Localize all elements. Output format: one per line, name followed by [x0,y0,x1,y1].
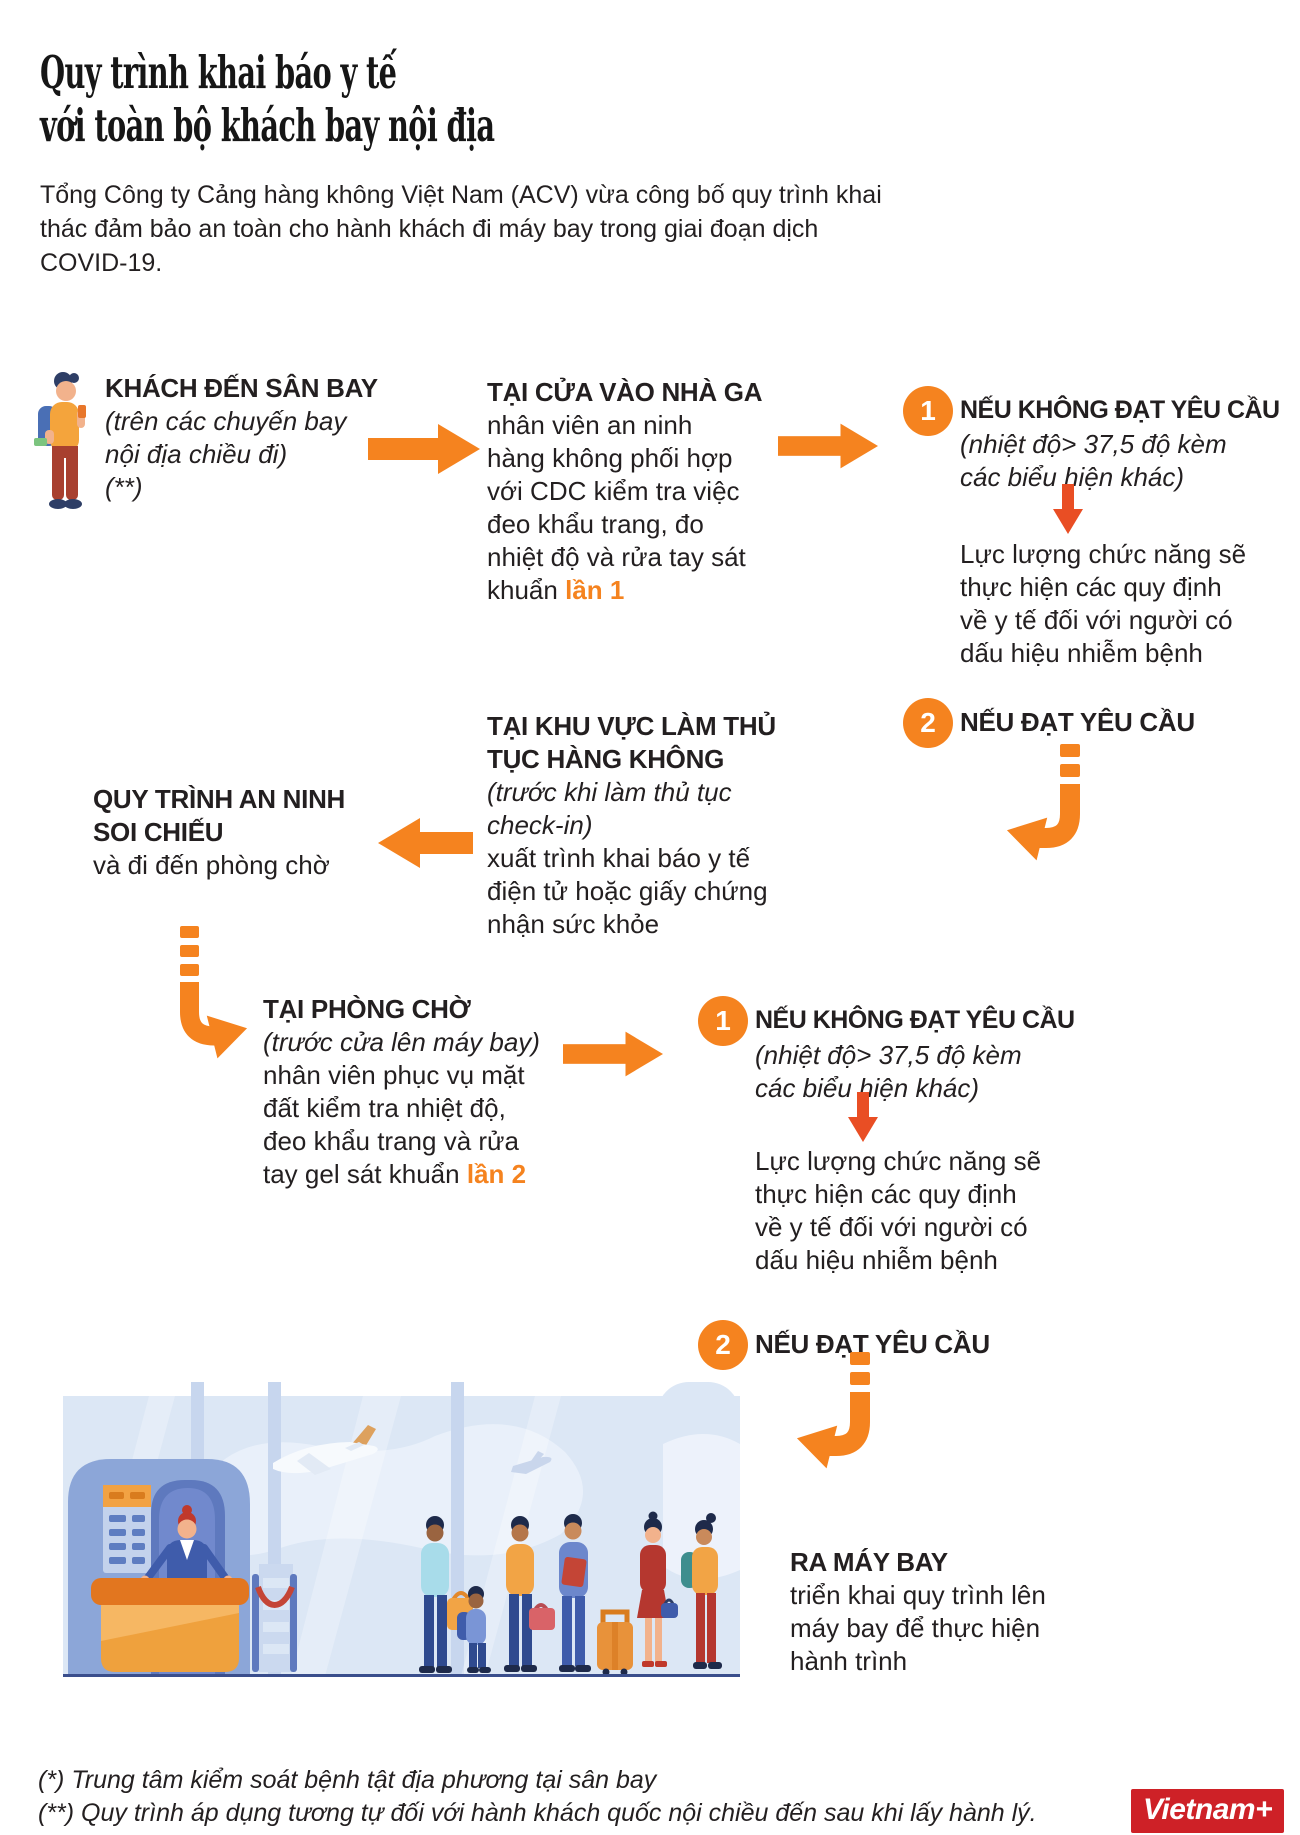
step-checkin-body: xuất trình khai báo y tế điện tử hoặc gi… [487,843,768,939]
outcome-number-badge: 1 [698,996,748,1046]
step-waiting-room-title: TẠI PHÒNG CHỜ [263,994,471,1024]
highlight-round-2: lần 2 [466,1159,527,1189]
step-boarding: RA MÁY BAY triển khai quy trình lên máy … [790,1546,1046,1678]
highlight-round-1: lần 1 [565,575,625,605]
step-arrival-note: (trên các chuyến bay nội địa chiều đi) (… [105,406,347,502]
vietnamplus-logo: Vietnam+ [1131,1789,1285,1833]
checkin-desk [91,1578,249,1672]
passenger-icon [34,372,86,509]
airplane-icon [273,1425,378,1475]
step-gate-check-title: TẠI CỬA VÀO NHÀ GA [487,377,763,407]
outcome-gate-fail-note: (nhiệt độ> 37,5 độ kèm các biểu hiện khá… [960,429,1227,492]
outcome-boarding-fail-body: Lực lượng chức năng sẽ thực hiện các quy… [755,1146,1042,1275]
flow-arrow-left-icon [378,818,473,868]
rope-barrier-icon [252,1574,297,1672]
step-gate-check: TẠI CỬA VÀO NHÀ GA nhân viên an ninh hàn… [487,376,763,607]
step-gate-check-body: nhân viên an ninh hàng không phối hợp vớ… [487,410,746,605]
step-waiting-room-note: (trước cửa lên máy bay) [263,1027,540,1057]
step-security-body: và đi đến phòng chờ [93,850,330,880]
curved-arrow-right-icon [180,926,248,1059]
outcome-boarding-fail-title: NẾU KHÔNG ĐẠT YÊU CẦU [755,1006,1075,1034]
fail-down-arrow-icon [848,1092,878,1142]
flow-arrow-right-icon [368,424,480,474]
passenger-queue [419,1511,722,1676]
airport-scene-illustration [63,1382,740,1677]
page-subtitle: Tổng Công ty Cảng hàng không Việt Nam (A… [40,181,882,277]
outcome-number-badge: 1 [903,386,953,436]
step-security-title: QUY TRÌNH AN NINH SOI CHIẾU [93,784,346,847]
outcome-boarding-pass-title: NẾU ĐẠT YÊU CẦU [755,1329,990,1359]
curved-arrow-left-icon [796,1352,870,1469]
step-boarding-body: triển khai quy trình lên máy bay để thực… [790,1580,1046,1676]
outcome-gate-pass-title: NẾU ĐẠT YÊU CẦU [960,707,1195,737]
outcome-number-badge: 2 [903,698,953,748]
flow-arrow-right-icon [778,423,878,469]
page-title: Quy trình khai báo y tế với toàn bộ khác… [40,46,495,152]
outcome-boarding-fail-note: (nhiệt độ> 37,5 độ kèm các biểu hiện khá… [755,1040,1022,1103]
flow-arrow-right-icon [563,1031,663,1077]
outcome-gate-fail-body: Lực lượng chức năng sẽ thực hiện các quy… [960,539,1247,668]
curved-arrow-left-icon [1006,744,1080,861]
footnote-2: (**) Quy trình áp dụng tương tự đối với … [38,1799,1037,1827]
footnote-1: (*) Trung tâm kiểm soát bệnh tật địa phư… [38,1766,657,1794]
outcome-number-badge: 2 [698,1320,748,1370]
step-waiting-room-body: nhân viên phục vụ mặt đất kiểm tra nhiệt… [263,1060,527,1189]
step-arrival: KHÁCH ĐẾN SÂN BAY (trên các chuyến bay n… [105,372,378,504]
step-arrival-title: KHÁCH ĐẾN SÂN BAY [105,373,378,403]
step-security: QUY TRÌNH AN NINH SOI CHIẾU và đi đến ph… [93,783,345,882]
outcome-gate-fail-title: NẾU KHÔNG ĐẠT YÊU CẦU [960,396,1280,424]
step-waiting-room: TẠI PHÒNG CHỜ (trước cửa lên máy bay) nh… [263,993,540,1191]
flight-info-board-icon [103,1485,151,1573]
checkin-agent [140,1505,233,1585]
fail-down-arrow-icon [1053,484,1083,534]
step-checkin-title: TẠI KHU VỰC LÀM THỦ TỤC HÀNG KHÔNG [487,711,776,774]
step-boarding-title: RA MÁY BAY [790,1547,948,1577]
step-checkin-note: (trước khi làm thủ tục check-in) [487,777,732,840]
step-checkin: TẠI KHU VỰC LÀM THỦ TỤC HÀNG KHÔNG (trướ… [487,710,776,941]
